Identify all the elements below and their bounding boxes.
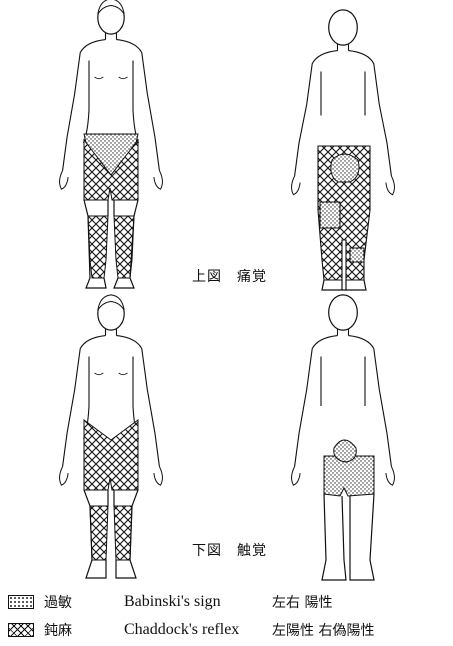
legend-row-hypersensitive: 過敏 Babinski's sign 左右 陽性 [8, 592, 332, 612]
bottom-back-hypersensitive-sacrum [334, 440, 357, 462]
top-back-hypersensitive-calf [350, 248, 364, 262]
bottom-front-dull-thighs [84, 420, 138, 490]
legend-label-hypersensitive: 過敏 [44, 592, 124, 612]
top-back-hypersensitive-buttock [331, 154, 359, 182]
bottom-front-dull-legs [90, 506, 132, 560]
legend-sign-babinski: Babinski's sign [124, 593, 272, 611]
legend-sign-chaddock: Chaddock's reflex [124, 621, 272, 639]
top-back-hypersensitive-thigh [320, 202, 340, 228]
dots-swatch-icon [8, 595, 34, 609]
legend-result-babinski: 左右 陽性 [272, 592, 332, 612]
legend-row-dull: 鈍麻 Chaddock's reflex 左陽性 右偽陽性 [8, 620, 374, 640]
legend-label-dull: 鈍麻 [44, 620, 124, 640]
crosshatch-swatch-icon [8, 623, 34, 637]
caption-top-pain: 上図 痛覚 [192, 266, 267, 286]
legend-result-chaddock: 左陽性 右偽陽性 [272, 620, 374, 640]
caption-bottom-touch: 下図 触覚 [192, 540, 267, 560]
bottom-back-hypersensitive-buttocks [324, 456, 374, 496]
bottom-back-outline-legs [322, 494, 374, 580]
top-front-dull-legs [88, 216, 134, 278]
top-back-outline-feet [322, 280, 366, 290]
